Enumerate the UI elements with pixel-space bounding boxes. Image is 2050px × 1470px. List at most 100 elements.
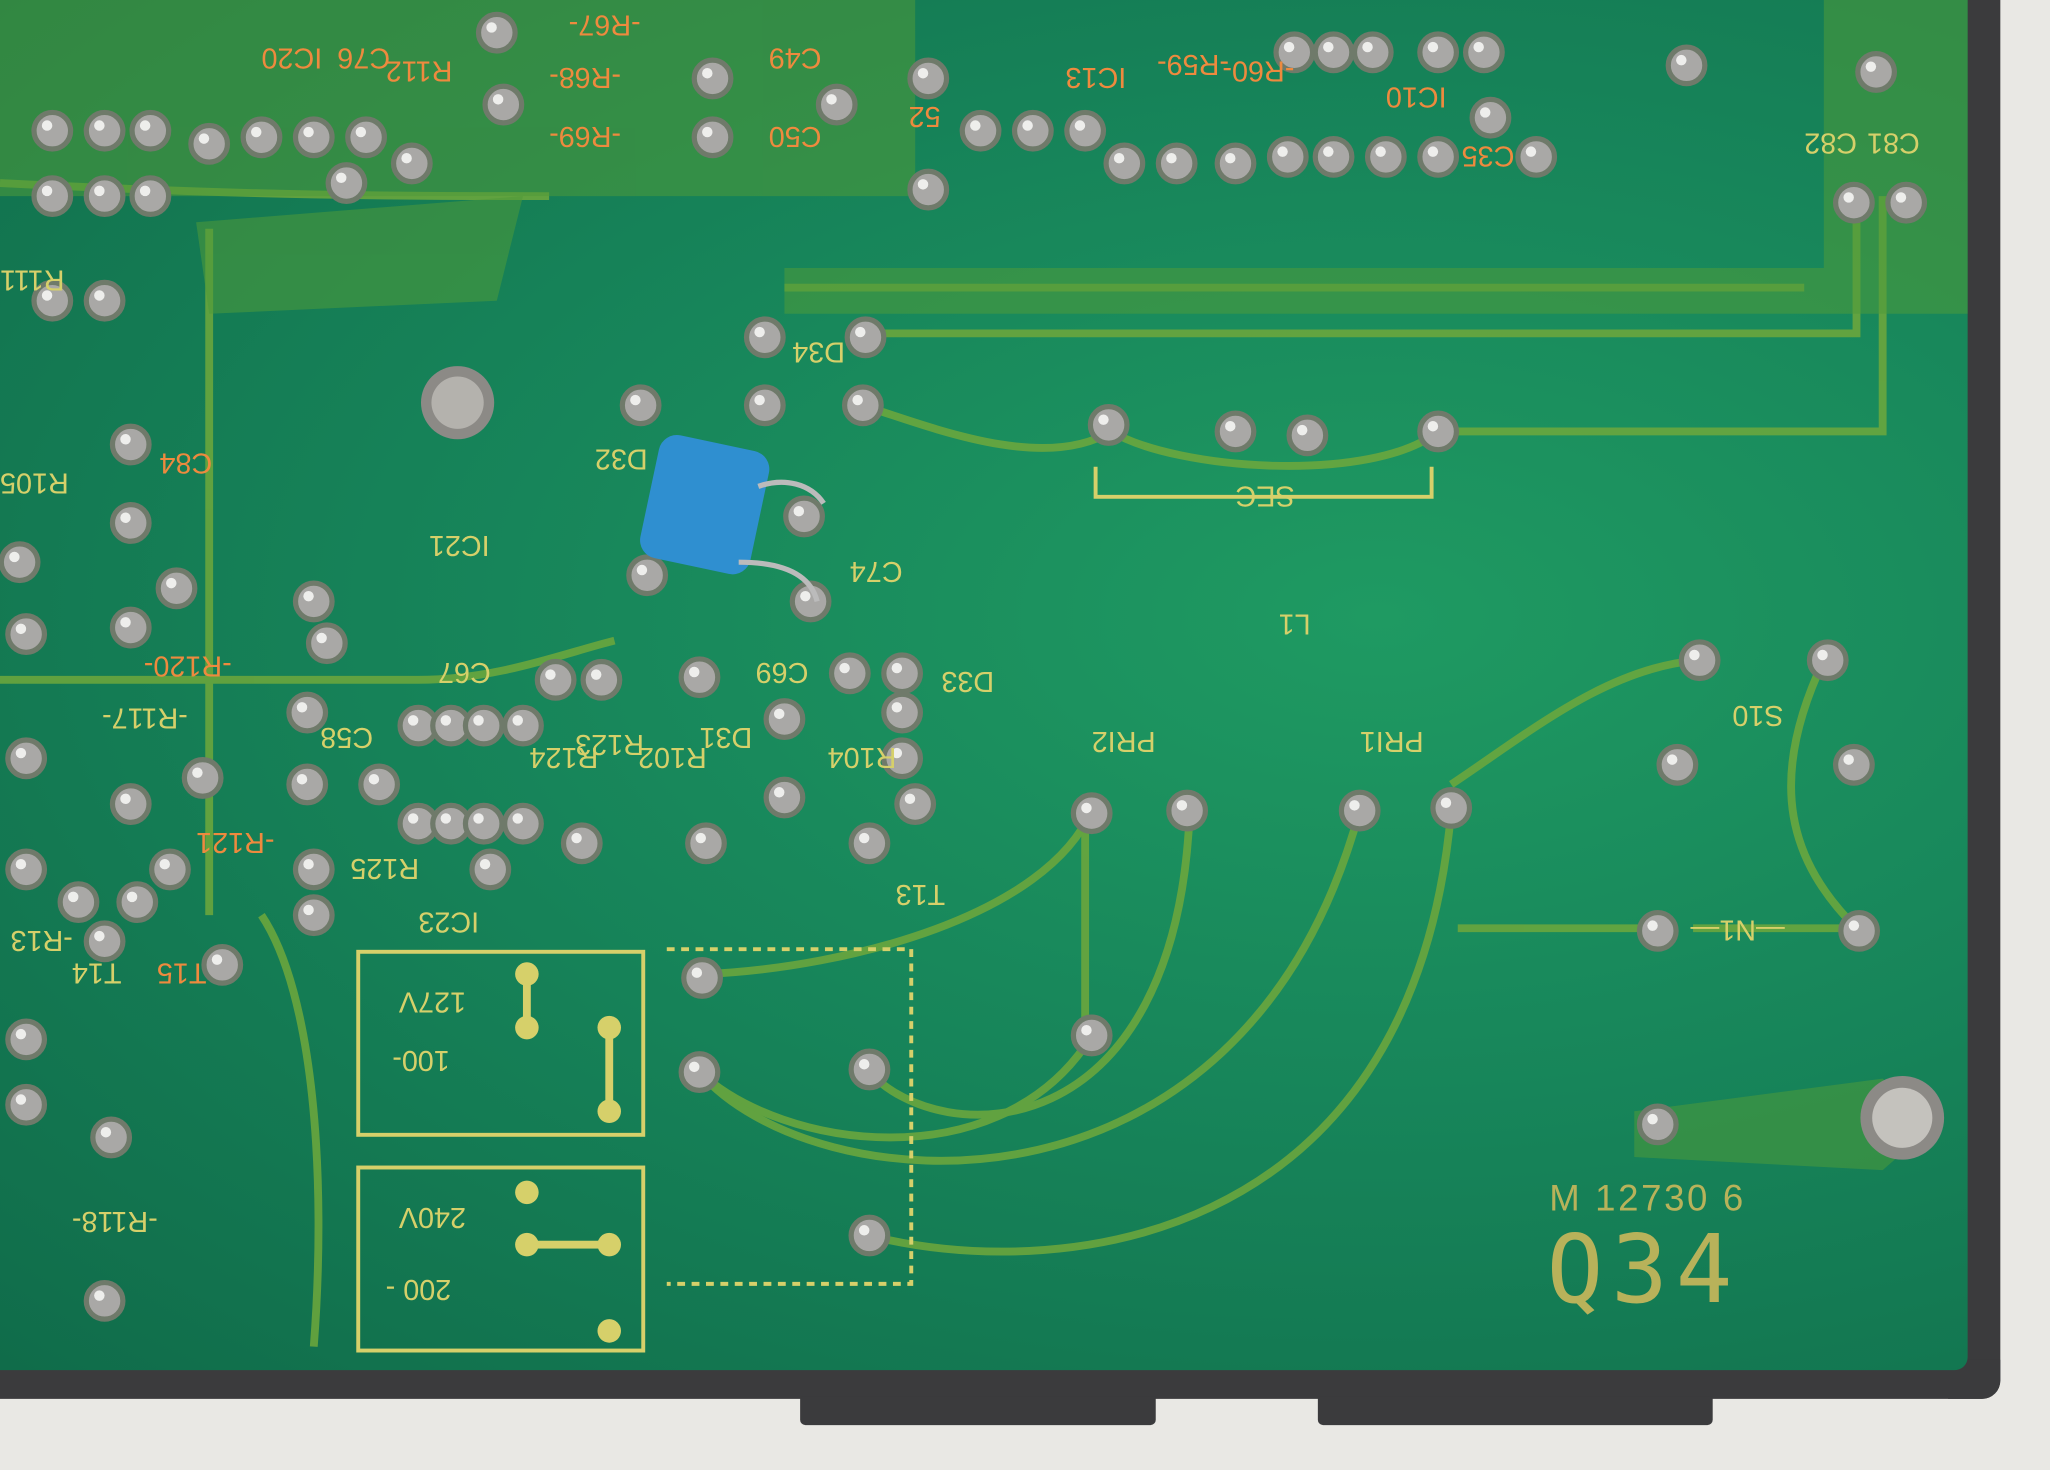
solder-highlight [636,564,648,576]
solder-joint [626,554,669,597]
solder-highlight [688,1061,700,1073]
solder-joint [345,116,387,159]
solder-highlight [94,930,105,942]
solder-joint [1087,403,1130,446]
solder-highlight [1440,797,1452,808]
solder-highlight [15,1094,27,1105]
label-ic20: IC20 [261,41,323,75]
label-127v: 127V [398,985,466,1019]
solder-joint [83,109,126,152]
solder-joint [815,83,858,126]
solder-highlight [355,126,367,138]
label-c81: C81 [1866,126,1920,160]
solder-highlight [590,669,602,680]
solder-joint [1103,142,1146,185]
solder-joint [83,1279,126,1322]
label-200v: 200 - [385,1273,452,1307]
solder-highlight [839,662,850,674]
solder-highlight [492,94,504,105]
solder-joint [848,1214,891,1257]
label-r117: -R117- [101,702,188,735]
solder-joint [286,691,329,734]
label-c58: C58 [320,721,374,755]
solder-joint [188,122,231,165]
label-r125: R125 [350,852,420,886]
solder-joint [1155,142,1198,185]
solder-joint [325,162,368,204]
solder-highlight [336,172,347,184]
solder-highlight [1473,41,1484,53]
solder-joint [1678,639,1721,682]
solder-highlight [440,715,452,726]
solder-highlight [15,623,27,635]
solder-highlight [1895,192,1907,203]
solder-joint [1064,109,1107,152]
solder-joint [743,316,786,359]
solder-joint [305,622,348,665]
solder-joint [619,384,662,427]
solder-joint [783,495,825,538]
solder-highlight [695,832,706,844]
solder-joint [149,848,191,891]
solder-highlight [316,632,327,644]
solder-joint [1832,743,1875,786]
solder-joint [881,737,924,780]
label-t14: T14 [71,957,122,990]
enclosure-foot [800,1396,1156,1426]
solder-highlight [1689,649,1700,661]
solder-joint [881,691,924,734]
solder-highlight [9,551,20,563]
solder-highlight [702,67,713,79]
solder-joint [129,109,172,152]
solder-joint [240,116,283,159]
solder-joint [31,175,74,218]
solder-joint [1656,743,1699,786]
label-52: 52 [908,100,941,134]
solder-joint [83,920,126,963]
solder-joint [1462,31,1505,74]
solder-highlight [120,793,131,805]
solder-highlight [1817,649,1828,661]
solder-joint [959,109,1002,152]
solder-highlight [303,590,314,602]
solder-highlight [1427,146,1439,157]
label-d32: D32 [594,443,648,476]
label-ic21: IC21 [428,529,490,563]
solder-joint [462,802,505,845]
solder-joint [5,848,48,891]
label-r112: R112 [385,54,453,88]
solder-highlight [401,152,412,164]
label-pri2: PRI2 [1091,725,1156,759]
solder-highlight [800,590,811,602]
solder-joint [1417,135,1460,178]
solder-joint [1214,142,1257,185]
solder-highlight [41,120,53,131]
solder-highlight [120,512,131,523]
label-ic23: IC23 [418,906,480,939]
solder-joint [5,737,48,780]
solder-highlight [688,666,700,678]
solder-highlight [1283,41,1295,53]
solder-highlight [858,832,870,844]
solder-joint [1469,96,1512,139]
solder-highlight [94,1290,105,1301]
solder-highlight [368,773,380,785]
solder-joint [848,1048,891,1091]
solder-highlight [1349,800,1360,811]
label-r124: R124 [529,741,599,774]
solder-joint [181,756,224,799]
solder-joint [1166,789,1209,832]
solder-highlight [1525,146,1537,157]
solder-highlight [1277,146,1288,157]
label-r60: -R60- [1222,54,1295,88]
solder-highlight [67,891,79,903]
label-pri1: PRI1 [1359,725,1424,759]
solder-joint [691,57,734,100]
solder-highlight [1074,120,1086,131]
solder-joint [1286,414,1329,457]
solder-joint [1266,135,1309,178]
solder-joint [1011,109,1054,152]
solder-highlight [891,747,903,759]
solder-highlight [1647,1113,1658,1125]
solder-joint [5,1018,48,1061]
